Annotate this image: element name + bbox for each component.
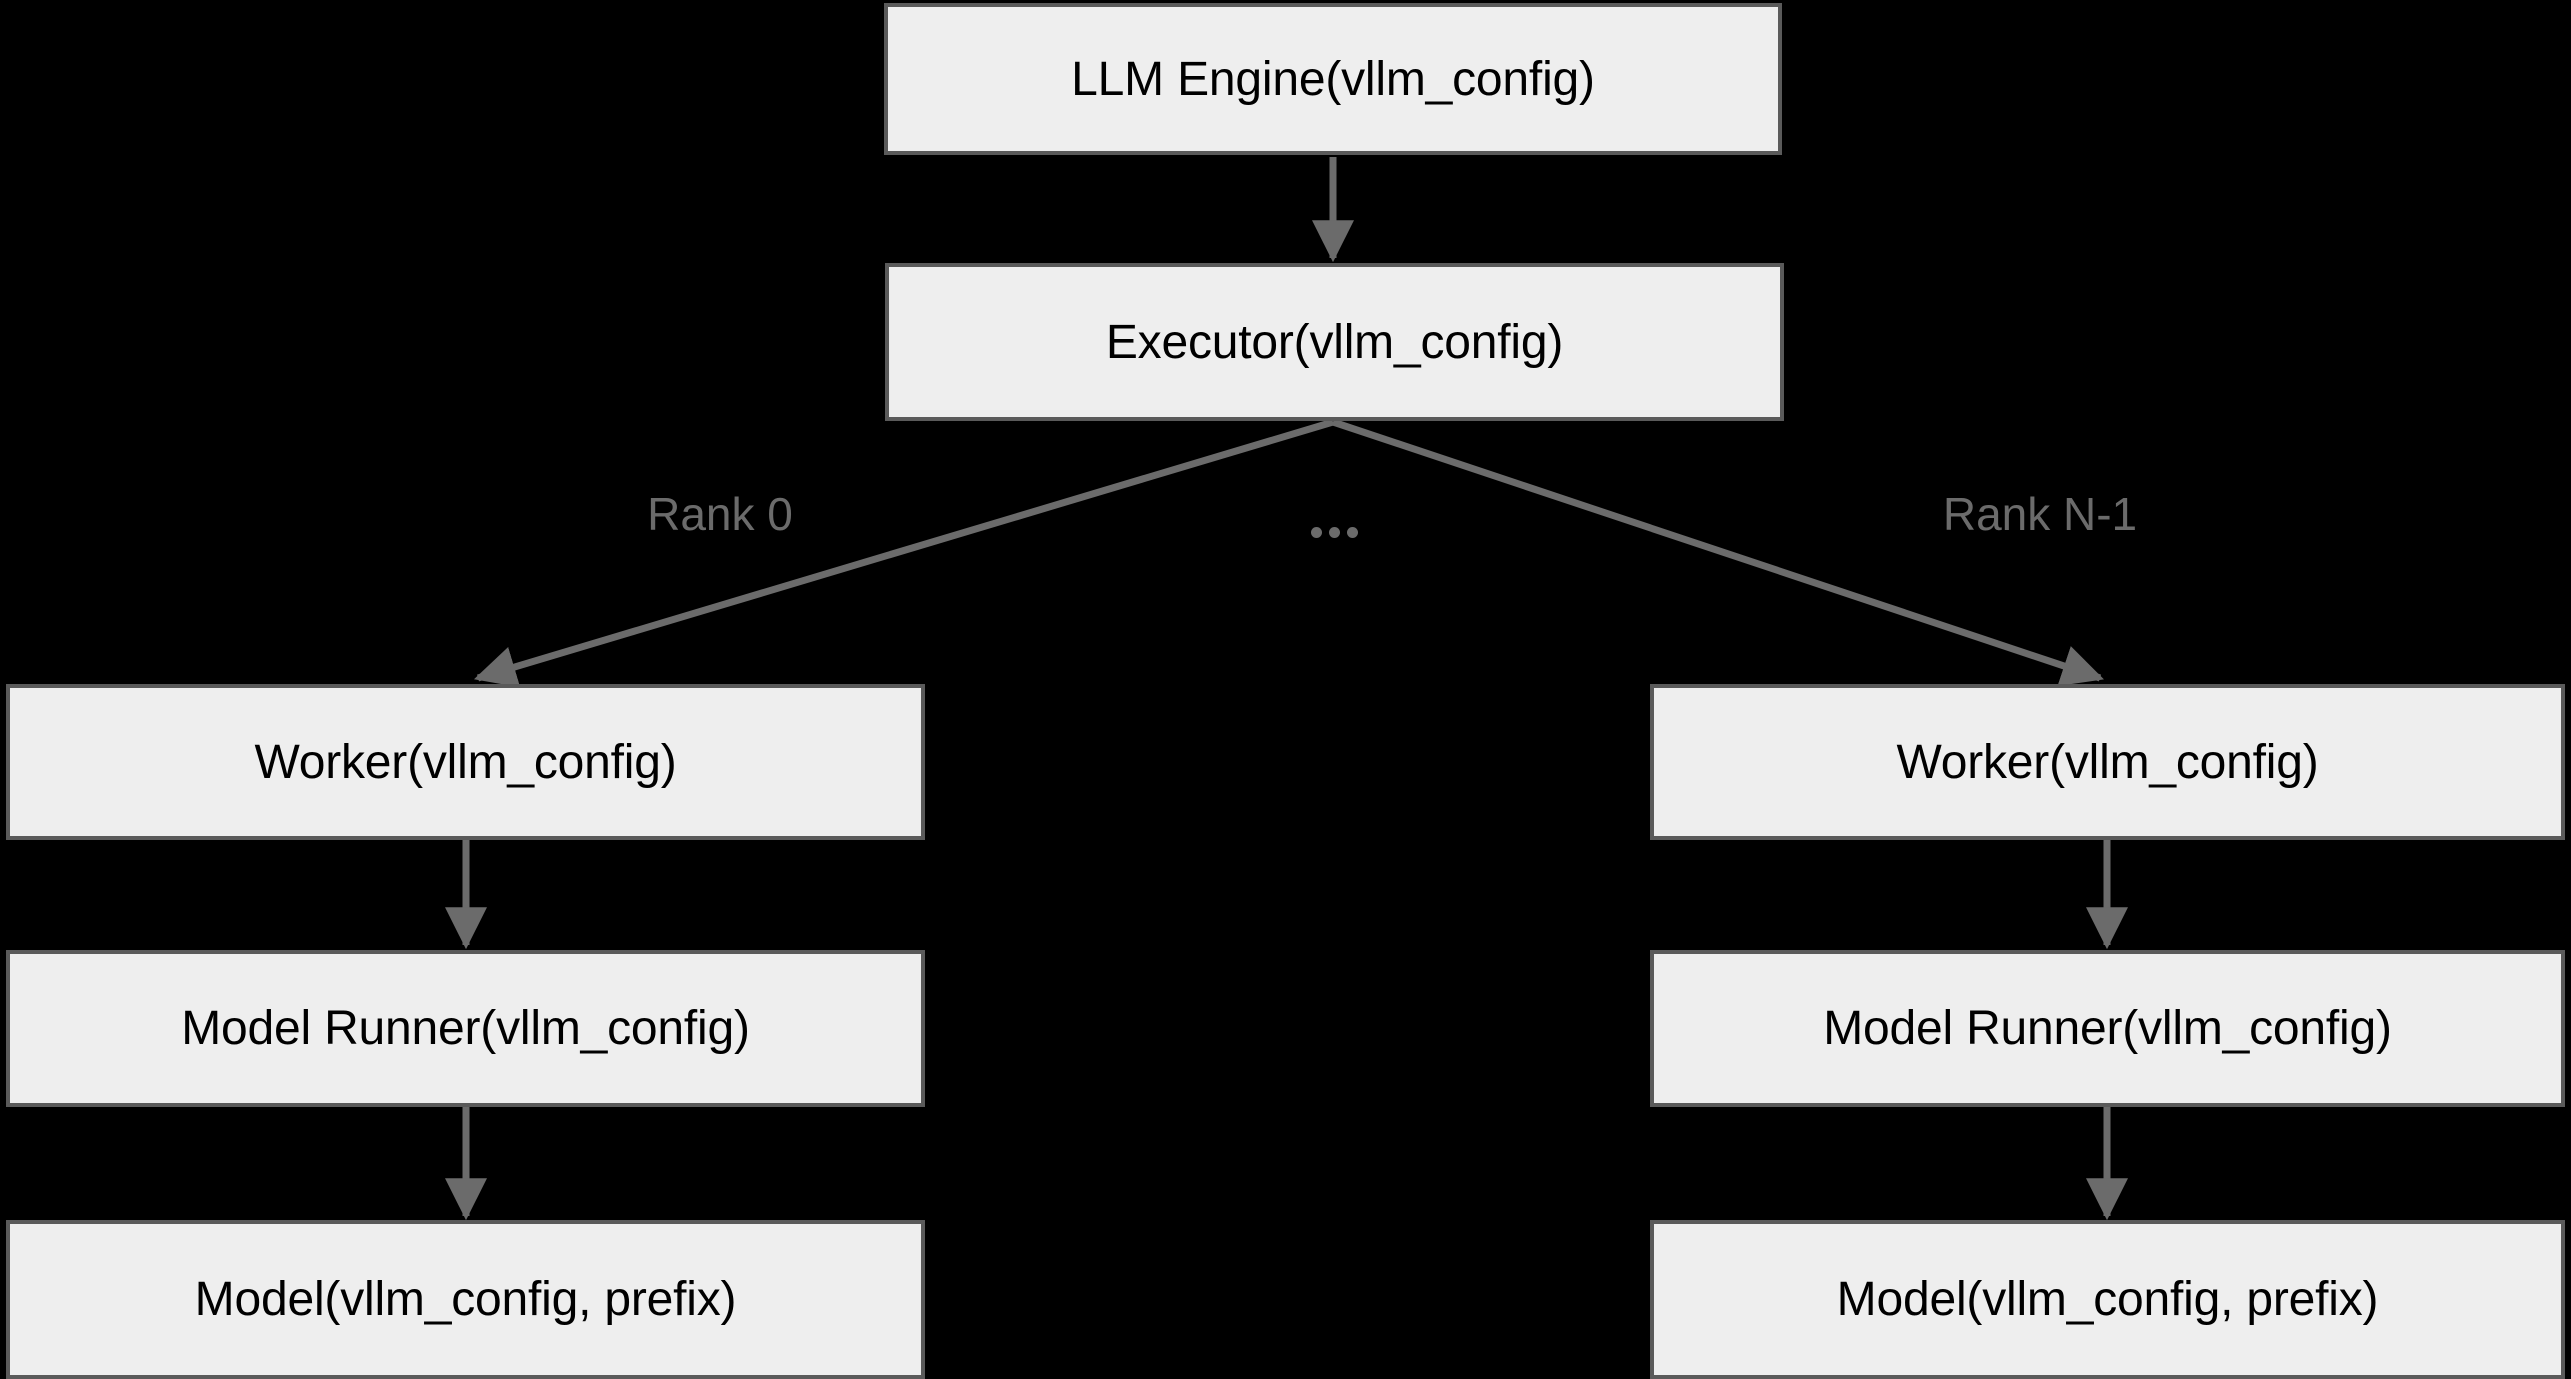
node-worker-rank-n-minus-1[interactable]: Worker(vllm_config) xyxy=(1650,684,2565,840)
node-model-runner-rank-0-label: Model Runner(vllm_config) xyxy=(181,1002,750,1055)
node-llm-engine[interactable]: LLM Engine(vllm_config) xyxy=(884,3,1782,155)
node-model-runner-rank-0[interactable]: Model Runner(vllm_config) xyxy=(6,950,925,1107)
edge-label-rank-n-minus-1: Rank N-1 xyxy=(1690,487,2390,541)
node-model-runner-rank-n-minus-1[interactable]: Model Runner(vllm_config) xyxy=(1650,950,2565,1107)
edge-label-rank-n-minus-1-text: Rank N-1 xyxy=(1942,488,2138,540)
edge-label-rank-0-text: Rank 0 xyxy=(647,488,793,540)
node-executor-label: Executor(vllm_config) xyxy=(1105,315,1564,369)
node-model-rank-0-label: Model(vllm_config, prefix) xyxy=(194,1273,737,1326)
edge-executor-to-worker-right xyxy=(1331,418,2104,686)
node-model-runner-rank-n-minus-1-label: Model Runner(vllm_config) xyxy=(1823,1002,2392,1055)
edge-executor-to-worker-left xyxy=(473,418,1335,688)
edge-label-rank-0: Rank 0 xyxy=(560,487,880,541)
node-model-rank-0[interactable]: Model(vllm_config, prefix) xyxy=(6,1220,925,1379)
ellipsis-dot xyxy=(1311,527,1322,538)
node-executor[interactable]: Executor(vllm_config) xyxy=(885,263,1784,421)
node-model-rank-n-minus-1-label: Model(vllm_config, prefix) xyxy=(1836,1273,2379,1326)
node-model-rank-n-minus-1[interactable]: Model(vllm_config, prefix) xyxy=(1650,1220,2565,1379)
ellipsis-dot xyxy=(1347,527,1358,538)
node-worker-rank-n-minus-1-label: Worker(vllm_config) xyxy=(1896,735,2319,789)
edge-label-rank-ellipsis xyxy=(1311,527,1358,538)
node-worker-rank-0[interactable]: Worker(vllm_config) xyxy=(6,684,925,840)
ellipsis-dot xyxy=(1329,527,1340,538)
node-llm-engine-label: LLM Engine(vllm_config) xyxy=(1071,52,1595,106)
node-worker-rank-0-label: Worker(vllm_config) xyxy=(254,735,677,789)
